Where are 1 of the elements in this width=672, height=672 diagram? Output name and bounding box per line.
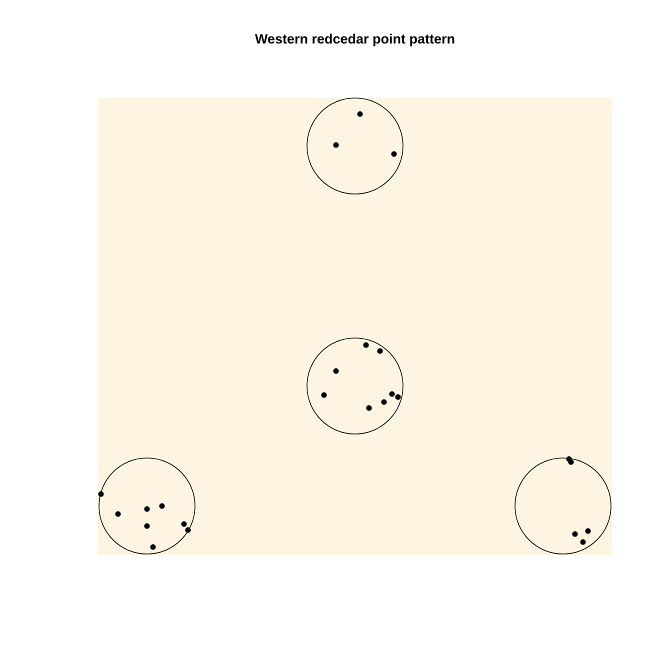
chart-title: Western redcedar point pattern: [255, 34, 454, 46]
